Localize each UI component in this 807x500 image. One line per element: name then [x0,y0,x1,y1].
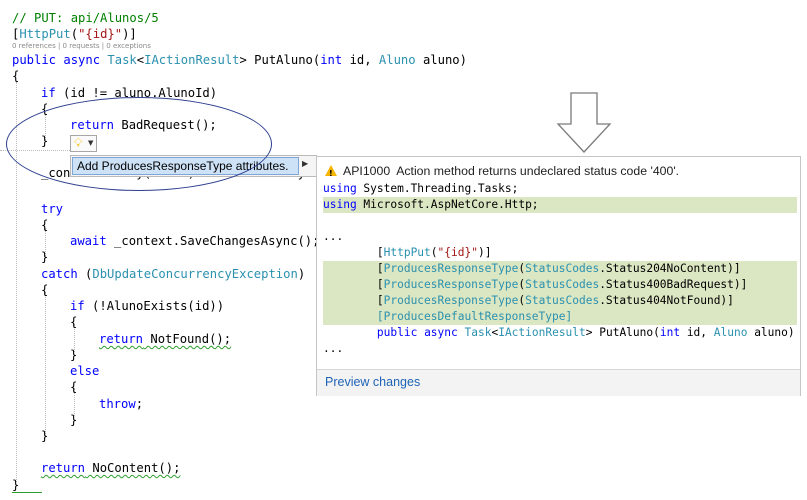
code-text: Microsoft.AspNetCore.Http; [356,198,539,211]
code-line: try [41,202,64,216]
code-line: { [70,315,78,329]
preview-line-added: [ProducesResponseType(StatusCodes.Status… [323,293,797,309]
code-text: public async Task<IActionResult> PutAlun… [376,326,795,339]
squiggle-underline [12,492,42,493]
code-line: } [70,413,78,427]
code-line: throw; [99,396,143,412]
indent-guide [45,292,46,436]
code-line: } [41,429,49,443]
preview-line: [HttpPut("{id}")] [323,245,797,261]
attr-code: [HttpPut("{id}")] [12,27,137,41]
code-line: return NotFound(); [99,331,231,347]
code-line: { [41,218,49,232]
code-line: } [41,250,49,264]
preview-footer: Preview changes [317,369,800,396]
code-line: catch (DbUpdateConcurrencyException) [41,266,305,282]
annotation-down-arrow-icon [556,92,612,153]
code-line: { [12,69,20,83]
code-line: await _context.SaveChangesAsync(); [70,233,319,249]
code-text: [ProducesResponseType(StatusCodes.Status… [323,278,748,291]
preview-line-added: [ProducesResponseType(StatusCodes.Status… [323,277,797,293]
code-text: [HttpPut("{id}")] [323,246,492,259]
code-text: catch (DbUpdateConcurrencyException) [41,267,306,281]
code-text: await _context.SaveChangesAsync(); [70,234,320,248]
code-text: public async Task<IActionResult> PutAlun… [12,53,467,67]
preview-line-added: [ProducesDefaultResponseType] [323,309,797,325]
code-line: } [70,348,78,362]
indent-guide [45,228,46,256]
code-text: return NotFound(); [99,332,232,346]
code-text: [ProducesResponseType(StatusCodes.Status… [323,262,741,275]
code-line: public async Task<IActionResult> PutAlun… [12,52,467,68]
code-text: [ProducesDefaultResponseType] [323,310,573,323]
code-text: [ProducesResponseType(StatusCodes.Status… [323,294,734,307]
preview-line: ... [323,230,344,243]
preview-line: using System.Threading.Tasks; [323,182,519,195]
diagnostic-message: Action method returns undeclared status … [396,164,680,178]
code-text: if (!AlunoExists(id)) [70,299,225,313]
indent-guide [74,388,75,416]
code-line: if (!AlunoExists(id)) [70,298,224,314]
preview-line: ... [323,342,344,355]
code-text: throw; [99,397,144,411]
code-line: // PUT: api/Alunos/5 [12,11,159,25]
chevron-right-icon[interactable]: ▶ [302,159,309,168]
diagnostic-id: API1000 [343,164,391,178]
code-line: return NoContent(); [41,460,180,476]
code-line: { [41,283,49,297]
diagnostic-header: ! API1000 Action method returns undeclared… [325,163,679,179]
code-line: { [70,380,78,394]
code-line: [HttpPut("{id}")] [12,26,137,42]
preview-line-added: [ProducesResponseType(StatusCodes.Status… [323,261,797,277]
code-text: System.Threading.Tasks; [356,182,519,195]
code-line: { [41,102,49,116]
code-text: return NoContent(); [41,461,181,475]
indent-guide [16,82,17,482]
preview-line: public async Task<IActionResult> PutAlun… [323,325,797,341]
codelens-info[interactable]: 0 references | 0 requests | 0 exceptions [12,42,151,50]
code-line: } [12,478,20,492]
fix-preview-panel: ! API1000 Action method returns undeclared… [316,156,801,396]
preview-changes-link[interactable]: Preview changes [325,375,421,389]
preview-line-added: using Microsoft.AspNetCore.Http; [323,197,797,213]
preview-line [323,213,797,229]
warning-icon: ! [325,165,337,178]
indent-guide [74,324,75,352]
annotation-ellipse [6,97,272,191]
code-line: else [70,364,100,378]
